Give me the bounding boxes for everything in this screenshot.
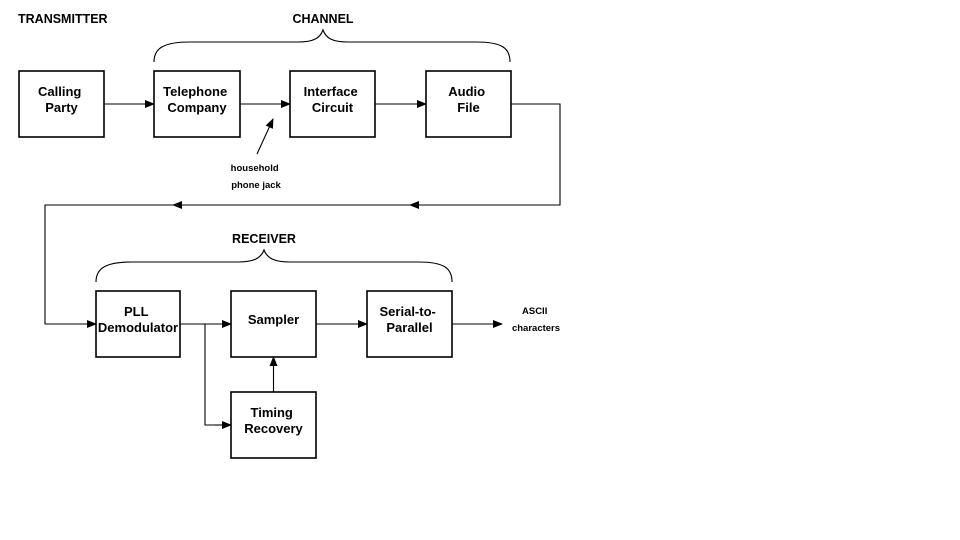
receiver-label: RECEIVER bbox=[232, 232, 296, 246]
audio-file-label: Audio File bbox=[448, 84, 488, 115]
telephone-company-label: Telephone Company bbox=[163, 84, 231, 115]
serial-to-parallel-block: Serial-to- Parallel bbox=[366, 290, 453, 358]
serial-to-parallel-label: Serial-to- Parallel bbox=[380, 304, 440, 335]
pll-to-timing-branch bbox=[204, 324, 222, 426]
channel-brace bbox=[153, 28, 511, 63]
timing-recovery-label: Timing Recovery bbox=[244, 405, 303, 436]
sampler-block: Sampler bbox=[230, 290, 317, 358]
calling-party-label: Calling Party bbox=[38, 84, 85, 115]
sampler-label: Sampler bbox=[248, 312, 299, 327]
receiver-brace bbox=[95, 248, 453, 283]
ascii-characters-note: ASCII characters bbox=[512, 306, 560, 334]
household-phone-jack-note: household phone jack bbox=[231, 163, 282, 191]
return-path-line bbox=[44, 103, 561, 325]
interface-circuit-block: Interface Circuit bbox=[289, 70, 376, 138]
calling-party-block: Calling Party bbox=[18, 70, 105, 138]
pll-demodulator-label: PLL Demodulator bbox=[98, 304, 178, 335]
pll-demodulator-block: PLL Demodulator bbox=[95, 290, 181, 358]
timing-recovery-block: Timing Recovery bbox=[230, 391, 317, 459]
audio-file-block: Audio File bbox=[425, 70, 512, 138]
telephone-company-block: Telephone Company bbox=[153, 70, 241, 138]
interface-circuit-label: Interface Circuit bbox=[304, 84, 362, 115]
phone-jack-pointer-arrow bbox=[256, 118, 274, 155]
transmitter-label: TRANSMITTER bbox=[18, 12, 108, 26]
channel-label: CHANNEL bbox=[292, 12, 353, 26]
